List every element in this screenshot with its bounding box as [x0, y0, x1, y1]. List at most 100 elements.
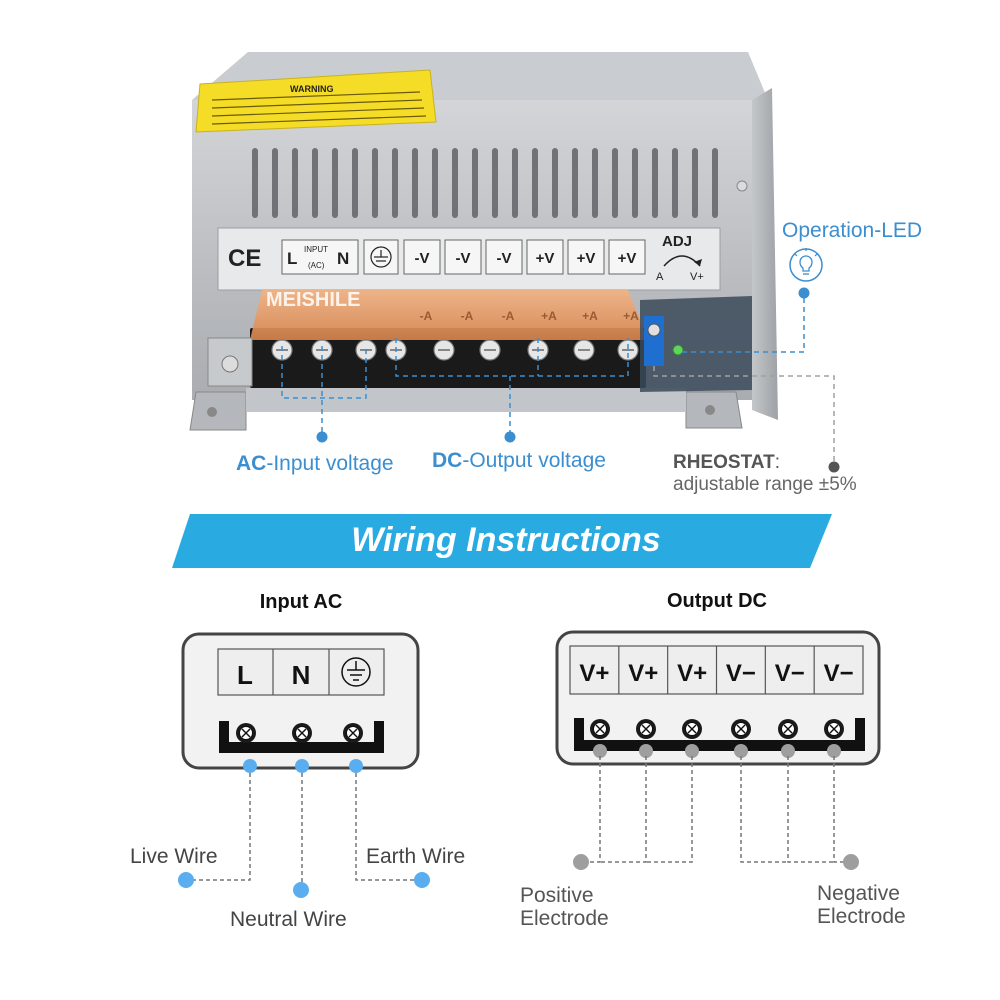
- output-dc-screws: [590, 719, 844, 758]
- screw-icon: [731, 719, 751, 739]
- vent-slot: [592, 148, 598, 218]
- photo-label-v: -V: [456, 250, 471, 267]
- input-ac-terminal-base: [219, 721, 384, 753]
- positive-electrode-end: [573, 854, 589, 870]
- vent-slot: [392, 148, 398, 218]
- photo-ground-icon: [370, 246, 392, 268]
- operation-led-leader: [682, 298, 805, 353]
- brand-watermark: MEISHILE: [266, 289, 360, 311]
- vent-slot: [512, 148, 518, 218]
- case-screw: [736, 180, 748, 192]
- warning-sticker: [195, 69, 437, 133]
- negative-electrode-line2: Electrode: [817, 905, 906, 928]
- input-ac-terminal-N: N: [292, 660, 311, 690]
- output-dc-terminal-label: V−: [726, 660, 756, 687]
- vent-slot: [432, 148, 438, 218]
- ground-icon: [341, 657, 371, 687]
- wiring-banner: Wiring Instructions: [172, 514, 832, 568]
- earth-wire-end: [414, 872, 430, 888]
- input-ac-screws: [236, 723, 363, 743]
- pcb-corner: [640, 296, 752, 392]
- negative-wire-3: [833, 756, 846, 863]
- dc-output-bracket: [395, 338, 629, 377]
- output-dc-terminal-label: V−: [775, 660, 805, 687]
- output-dc-terminal-label: V−: [824, 660, 854, 687]
- vent-slot: [672, 148, 678, 218]
- terminal-bracket: [207, 337, 253, 387]
- negative-wire-2: [787, 756, 834, 863]
- cover-label: +A: [623, 309, 639, 323]
- photo-label-v: -V: [497, 250, 512, 267]
- screw-icon: [682, 719, 702, 739]
- base-plate: [246, 388, 686, 412]
- vent-slot: [552, 148, 558, 218]
- neutral-wire-end: [293, 882, 309, 898]
- screw-icon: [292, 723, 312, 743]
- vent-slot: [312, 148, 318, 218]
- bulb-icon: [789, 248, 823, 282]
- vent-slot: [252, 148, 258, 218]
- dc-output-dot: [504, 431, 516, 443]
- output-dc-diagram: Output DC V+V+V+V−V−V− Positive Electrod…: [520, 590, 906, 930]
- output-dc-wire-node: [593, 744, 607, 758]
- earth-wire-label: Earth Wire: [366, 845, 465, 868]
- vent-slot: [332, 148, 338, 218]
- output-dc-terminal-label: V+: [579, 660, 609, 687]
- vent-slot: [712, 148, 718, 218]
- v-label-box: [526, 239, 564, 275]
- v-label-box: [567, 239, 605, 275]
- warning-label: WARNING: [290, 84, 334, 94]
- terminal-screw: [479, 339, 501, 361]
- photo-label-v: +V: [577, 250, 596, 267]
- terminal-screw: [617, 339, 639, 361]
- v-label-box: [608, 239, 646, 275]
- neutral-wire-node: [295, 759, 309, 773]
- positive-wire-1: [586, 756, 601, 863]
- vent-slot: [652, 148, 658, 218]
- vent-slot: [272, 148, 278, 218]
- vent-slot: [632, 148, 638, 218]
- positive-electrode-line2: Electrode: [520, 907, 609, 930]
- vent-slot: [292, 148, 298, 218]
- earth-wire-line: [355, 773, 416, 881]
- input-ac-diagram: Input AC L N Live Wire Neutral Wire Eart…: [130, 591, 465, 931]
- input-ac-heading: Input AC: [260, 591, 343, 613]
- input-ac-terminal-L: L: [237, 660, 253, 690]
- ac-input-dot: [316, 431, 328, 443]
- cover-label: +A: [541, 309, 557, 323]
- ce-mark: CE: [228, 245, 261, 272]
- live-wire-line: [192, 773, 251, 881]
- neutral-wire-label: Neutral Wire: [230, 908, 347, 931]
- vent-slot: [532, 148, 538, 218]
- vent-slot: [412, 148, 418, 218]
- screw-icon: [636, 719, 656, 739]
- banner-title: Wiring Instructions: [351, 521, 660, 559]
- output-dc-wire-node: [734, 744, 748, 758]
- input-ac-label-row: [217, 648, 385, 696]
- output-dc-wire-node: [639, 744, 653, 758]
- dc-output-label: DC-Output voltage: [432, 449, 606, 472]
- ac-input-label: AC-Input voltage: [236, 452, 394, 475]
- mount-hole-left: [207, 407, 217, 417]
- screw-icon: [824, 719, 844, 739]
- positive-electrode-line1: Positive: [520, 884, 594, 907]
- vent-slot: [452, 148, 458, 218]
- live-wire-node: [243, 759, 257, 773]
- adj-vplus-label: V+: [690, 271, 704, 283]
- adj-a-label: A: [656, 271, 664, 283]
- terminal-screw: [433, 339, 455, 361]
- output-dc-heading: Output DC: [667, 590, 767, 612]
- cover-label-row: -A-A-A+A+A+A: [420, 309, 640, 323]
- bracket-screw: [221, 355, 239, 373]
- photo-callouts: Operation-LED RHEOSTAT: adjustable range…: [236, 219, 922, 495]
- output-dc-wire-node: [781, 744, 795, 758]
- vent-slot: [352, 148, 358, 218]
- output-dc-label-row: V+V+V+V−V−V−: [569, 645, 864, 695]
- cover-label: -A: [461, 309, 474, 323]
- mount-hole-right: [705, 405, 715, 415]
- adj-label: ADJ: [662, 233, 692, 250]
- warning-fine-print: [211, 91, 427, 125]
